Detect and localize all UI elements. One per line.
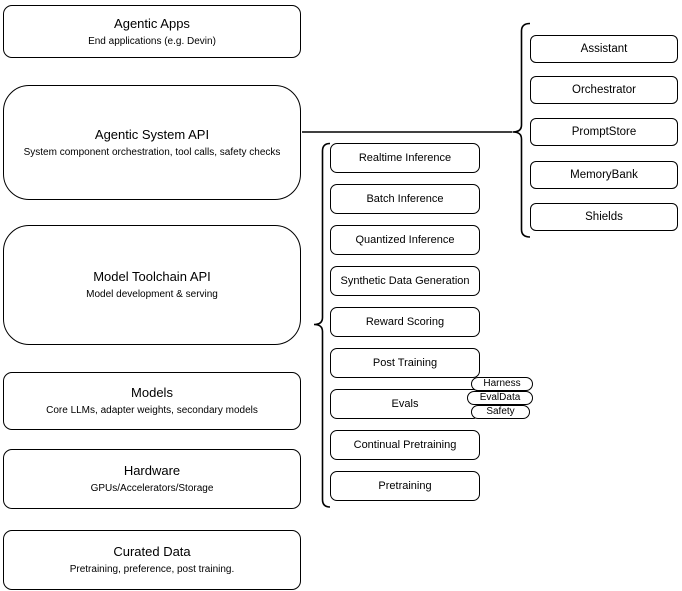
node-realtime-inference: Realtime Inference — [330, 143, 480, 173]
layer-box-hardware: Hardware GPUs/Accelerators/Storage — [3, 449, 301, 509]
layer-title: Models — [131, 385, 173, 400]
layer-box-curated-data: Curated Data Pretraining, preference, po… — [3, 530, 301, 590]
layer-box-agentic-apps: Agentic Apps End applications (e.g. Devi… — [3, 5, 301, 58]
eval-pill-evaldata: EvalData — [467, 391, 533, 405]
node-batch-inference: Batch Inference — [330, 184, 480, 214]
node-post-training: Post Training — [330, 348, 480, 378]
system-components-brace — [512, 22, 531, 238]
layer-subtitle: Pretraining, preference, post training. — [69, 564, 235, 575]
eval-pill-safety: Safety — [471, 405, 530, 419]
node-memorybank: MemoryBank — [530, 161, 678, 189]
node-quantized-inference: Quantized Inference — [330, 225, 480, 255]
node-reward-scoring: Reward Scoring — [330, 307, 480, 337]
layer-title: Agentic Apps — [114, 15, 190, 31]
toolchain-brace — [313, 142, 331, 508]
layer-box-models: Models Core LLMs, adapter weights, secon… — [3, 372, 301, 430]
layer-subtitle: Core LLMs, adapter weights, secondary mo… — [46, 405, 258, 416]
layer-title: Hardware — [123, 463, 181, 478]
node-synthetic-data-generation: Synthetic Data Generation — [330, 266, 480, 296]
node-orchestrator: Orchestrator — [530, 76, 678, 104]
layer-subtitle: End applications (e.g. Devin) — [88, 35, 216, 47]
node-pretraining: Pretraining — [330, 471, 480, 501]
layer-title: Model Toolchain API — [93, 269, 211, 284]
node-continual-pretraining: Continual Pretraining — [330, 430, 480, 460]
eval-pill-harness: Harness — [471, 377, 533, 391]
node-shields: Shields — [530, 203, 678, 231]
layer-subtitle: Model development & serving — [86, 289, 218, 300]
node-promptstore: PromptStore — [530, 118, 678, 146]
layer-box-agentic-system-api: Agentic System API System component orch… — [3, 85, 301, 200]
layer-subtitle: System component orchestration, tool cal… — [23, 146, 281, 158]
layer-title: Agentic System API — [94, 126, 210, 142]
layer-title: Curated Data — [113, 544, 191, 559]
layer-box-model-toolchain-api: Model Toolchain API Model development & … — [3, 225, 301, 345]
layer-subtitle: GPUs/Accelerators/Storage — [90, 483, 214, 494]
node-assistant: Assistant — [530, 35, 678, 63]
node-evals: Evals — [330, 389, 480, 419]
